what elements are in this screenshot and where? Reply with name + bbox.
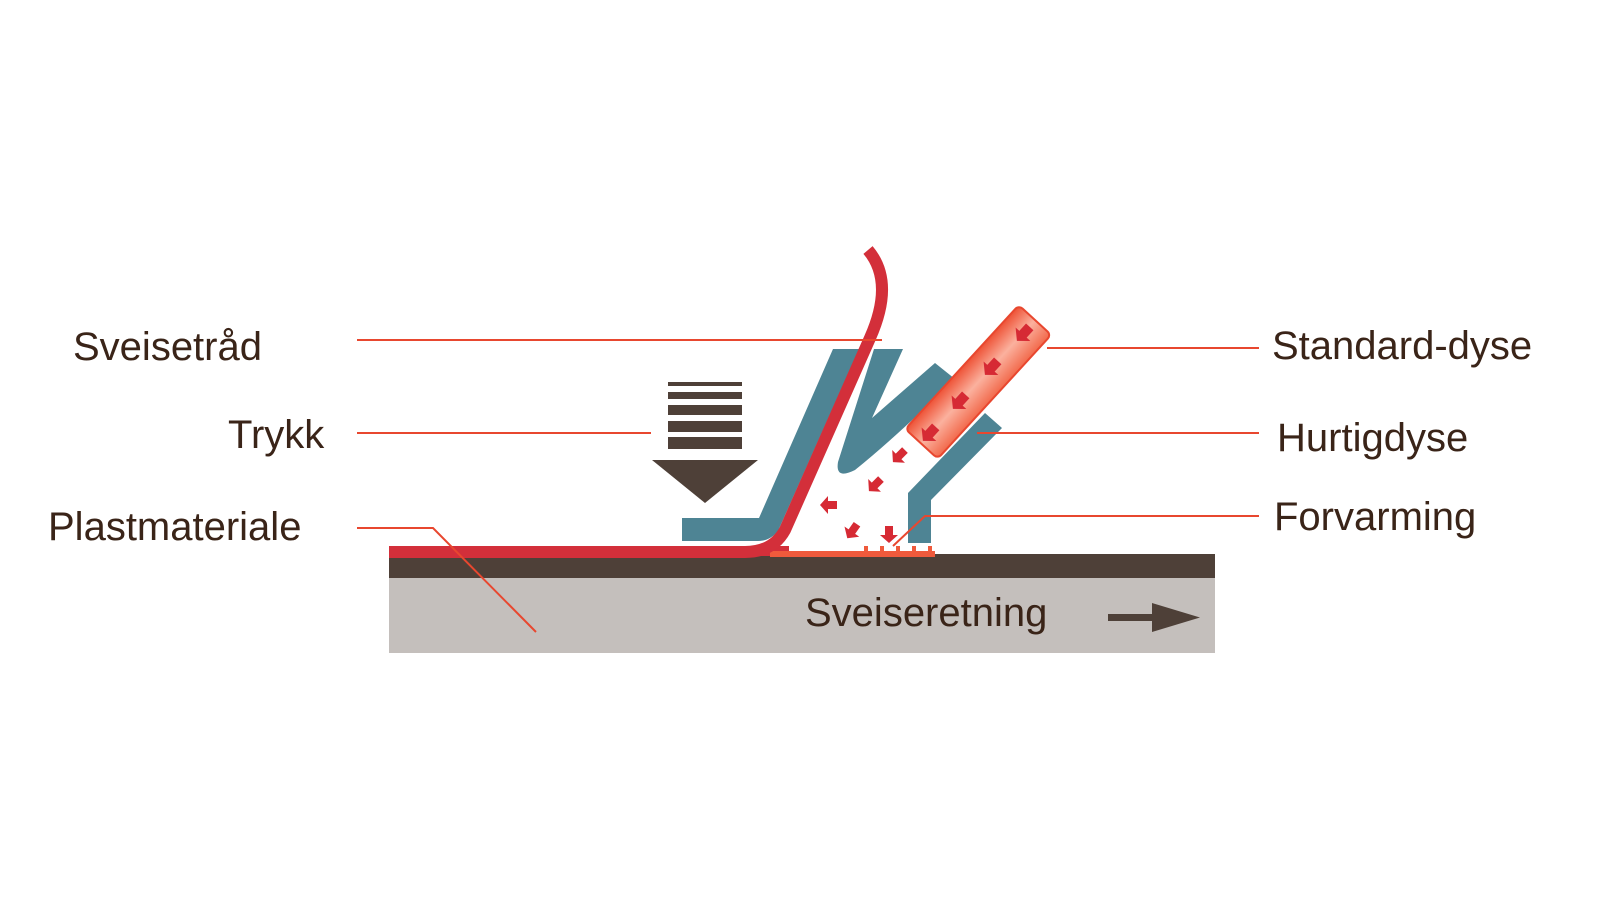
welding-rod [389, 246, 888, 558]
speed-nozzle-inner [837, 349, 955, 474]
down-arrow-icon [652, 382, 758, 503]
label-standard-nozzle: Standard-dyse [1272, 324, 1532, 368]
small-arrow-icon [1015, 323, 1034, 341]
small-arrow-icon [983, 357, 1002, 375]
small-arrow-icon [844, 521, 861, 539]
label-welding-rod: Sveisetråd [73, 325, 262, 369]
label-pressure: Trykk [228, 413, 325, 457]
preheat-zone [770, 551, 935, 557]
tube-air-arrows [921, 323, 1034, 441]
speed-nozzle-outlet [908, 413, 1002, 543]
small-arrow-icon [820, 496, 837, 514]
leader-preheating [892, 515, 1259, 547]
leader-plastic [357, 527, 537, 633]
label-speed-nozzle: Hurtigdyse [1277, 416, 1468, 460]
base-plate [389, 578, 1215, 653]
speed-nozzle-shoe [682, 349, 859, 541]
small-arrow-icon [892, 447, 908, 463]
small-arrow-icon [868, 476, 884, 492]
label-plastic-material: Plastmateriale [48, 505, 301, 549]
leader-lines [357, 339, 1259, 633]
label-welding-direction: Sveiseretning [805, 591, 1047, 635]
small-arrow-icon [880, 526, 898, 543]
small-arrow-icon [921, 423, 940, 441]
preheat-marks [864, 546, 932, 555]
label-preheating: Forvarming [1274, 495, 1476, 539]
hot-air-arrows [820, 447, 908, 543]
standard-nozzle [906, 306, 1051, 458]
right-arrow-icon [1108, 603, 1200, 632]
labels: Sveisetråd Trykk Plastmateriale Standard… [48, 324, 1532, 635]
small-arrow-icon [951, 391, 970, 409]
